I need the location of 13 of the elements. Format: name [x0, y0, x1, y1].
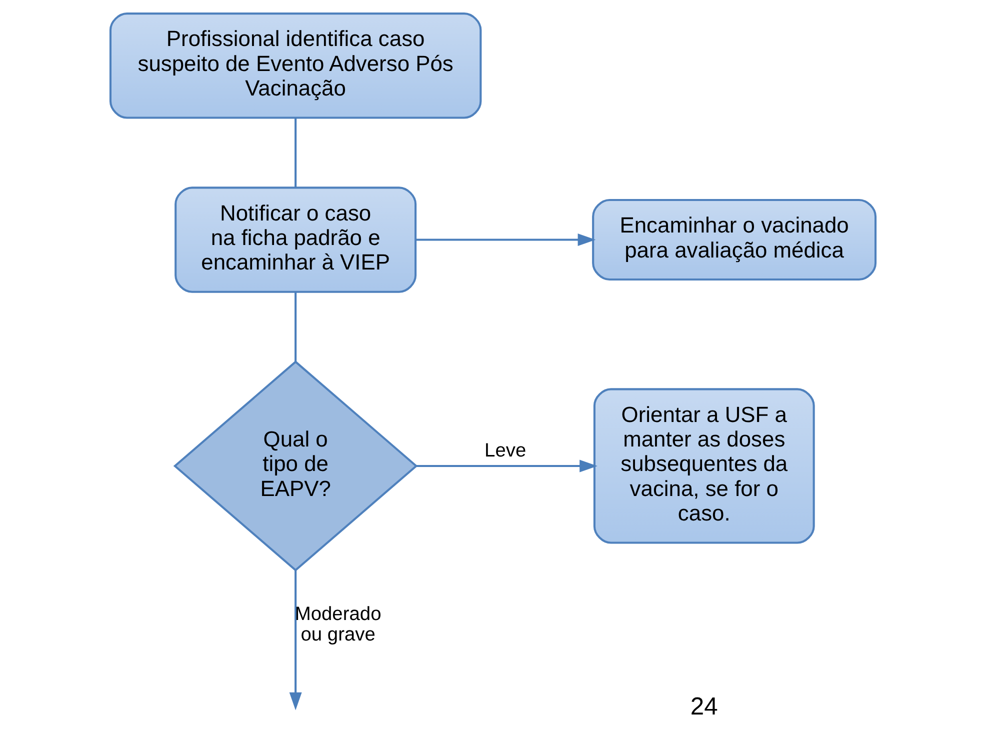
edge-label: Moderado ou grave [294, 604, 381, 646]
node-diamond: Qual o tipo de EAPV? [172, 360, 418, 572]
arrow [415, 234, 596, 246]
arrow [288, 570, 302, 710]
arrow [416, 460, 597, 472]
node-box: Notificar o caso na ficha padrão e encaminhar à VIEP [174, 186, 416, 293]
node-box: Profissional identifica caso suspeito de Evento Adverso Pós Vacinação [108, 12, 482, 119]
node-box: Orientar a USF a manter as doses subsequentes da vacina, se for o caso. [592, 388, 814, 544]
node-box: Encaminhar o vacinado para avaliação médica [592, 198, 876, 281]
connector [294, 118, 296, 188]
label: 24 [690, 694, 718, 721]
connector [294, 292, 296, 362]
edge-label: Leve [484, 440, 526, 462]
